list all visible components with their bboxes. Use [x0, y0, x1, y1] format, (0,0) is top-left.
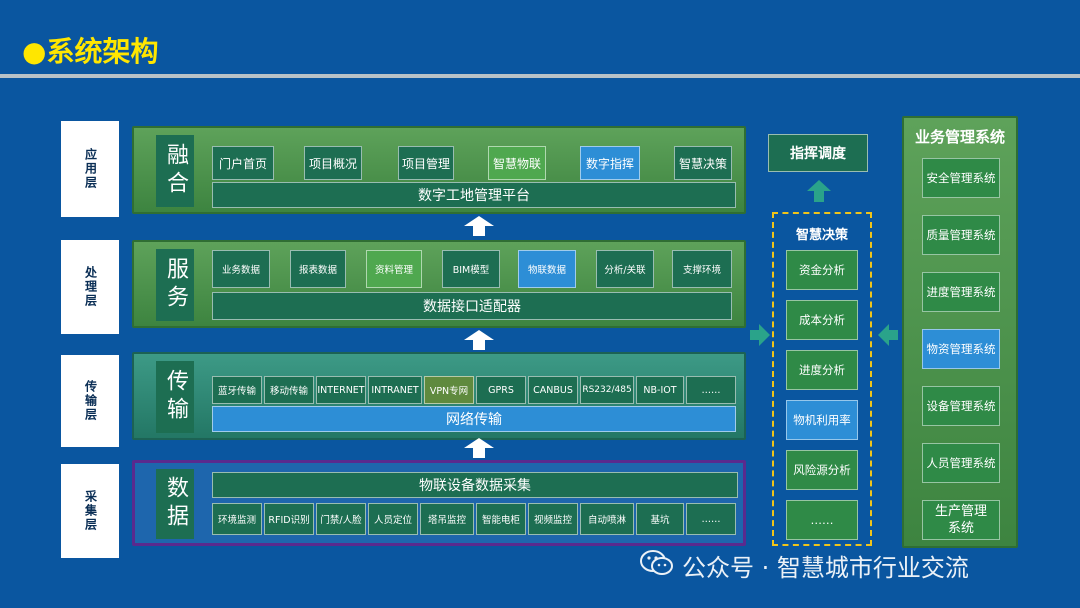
proc-adapter-bar: 数据接口适配器 [212, 292, 732, 320]
decision-item-risk: 风险源分析 [786, 450, 858, 490]
app-platform-bar: 数字工地管理平台 [212, 182, 736, 208]
biz-item-materials: 物资管理系统 [922, 329, 1000, 369]
title-divider [0, 74, 1080, 78]
trans-item-gprs: GPRS [476, 376, 526, 404]
biz-item-production: 生产管理系统 [922, 500, 1000, 540]
biz-item-personnel: 人员管理系统 [922, 443, 1000, 483]
page-title: ●系统架构 [22, 30, 158, 70]
trans-item-vpn: VPN专网 [424, 376, 474, 404]
app-item-project-mgmt: 项目管理 [398, 146, 454, 180]
layer-label-processing: 处理层 [61, 240, 119, 334]
bullet-icon: ● [22, 35, 47, 68]
trans-item-bluetooth: 蓝牙传输 [212, 376, 262, 404]
proc-item-support: 支撑环境 [672, 250, 732, 288]
decision-title: 智慧决策 [795, 228, 848, 243]
layer-label-application: 应用层 [61, 121, 119, 217]
proc-item-report-data: 报表数据 [290, 250, 346, 288]
trans-item-nbiot: NB-IOT [636, 376, 684, 404]
coll-item-access: 门禁/人脸 [316, 503, 366, 535]
biz-item-quality: 质量管理系统 [922, 215, 1000, 255]
trans-item-more: …… [686, 376, 736, 404]
coll-item-environment: 环境监测 [212, 503, 262, 535]
coll-item-cabinet: 智能电柜 [476, 503, 526, 535]
trans-item-mobile: 移动传输 [264, 376, 314, 404]
app-item-decision: 智慧决策 [674, 146, 732, 180]
command-dispatch-box: 指挥调度 [768, 134, 868, 172]
trans-item-rs232: RS232/485 [580, 376, 634, 404]
page-title-text: 系统架构 [46, 35, 159, 68]
up-arrow-icon [464, 330, 494, 354]
up-arrow-icon [464, 438, 494, 462]
biz-item-safety: 安全管理系统 [922, 158, 1000, 198]
coll-item-video: 视频监控 [528, 503, 578, 535]
collection-layer-title: 数据 [156, 469, 194, 539]
decision-item-more: …… [786, 500, 858, 540]
proc-item-documents: 资料管理 [366, 250, 422, 288]
watermark: 公众号 · 智慧城市行业交流 [640, 548, 969, 583]
coll-item-foundation: 基坑 [636, 503, 684, 535]
coll-item-sprinkler: 自动喷淋 [580, 503, 634, 535]
wechat-icon [640, 549, 674, 583]
proc-item-bim: BIM模型 [442, 250, 500, 288]
trans-item-intranet: INTRANET [368, 376, 422, 404]
watermark-text: 公众号 · 智慧城市行业交流 [682, 554, 969, 582]
right-arrow-icon [750, 324, 770, 350]
app-item-overview: 项目概况 [304, 146, 362, 180]
decision-item-funds: 资金分析 [786, 250, 858, 290]
proc-item-business-data: 业务数据 [212, 250, 270, 288]
application-layer-title: 融合 [156, 135, 194, 207]
biz-item-schedule: 进度管理系统 [922, 272, 1000, 312]
proc-item-analysis: 分析/关联 [596, 250, 654, 288]
app-item-iot: 智慧物联 [488, 146, 546, 180]
up-arrow-icon [464, 216, 494, 240]
biz-item-equipment: 设备管理系统 [922, 386, 1000, 426]
processing-layer-title: 服务 [156, 249, 194, 321]
layer-label-transmission: 传输层 [61, 355, 119, 447]
proc-item-iot-data: 物联数据 [518, 250, 576, 288]
app-item-command: 数字指挥 [580, 146, 640, 180]
business-system-title: 业务管理系统 [914, 128, 1005, 146]
trans-network-bar: 网络传输 [212, 406, 736, 432]
decision-item-utilization: 物机利用率 [786, 400, 858, 440]
coll-item-rfid: RFID识别 [264, 503, 314, 535]
decision-item-progress: 进度分析 [786, 350, 858, 390]
up-arrow-icon [807, 180, 831, 206]
left-arrow-icon [878, 324, 898, 350]
trans-item-canbus: CANBUS [528, 376, 578, 404]
coll-item-crane: 塔吊监控 [420, 503, 474, 535]
decision-item-cost: 成本分析 [786, 300, 858, 340]
decision-group [772, 212, 872, 546]
coll-iot-bar: 物联设备数据采集 [212, 472, 738, 498]
layer-label-collection: 采集层 [61, 464, 119, 558]
trans-item-internet: INTERNET [316, 376, 366, 404]
app-item-portal: 门户首页 [212, 146, 274, 180]
coll-item-location: 人员定位 [368, 503, 418, 535]
transmission-layer-title: 传输 [156, 361, 194, 433]
coll-item-more: …… [686, 503, 736, 535]
